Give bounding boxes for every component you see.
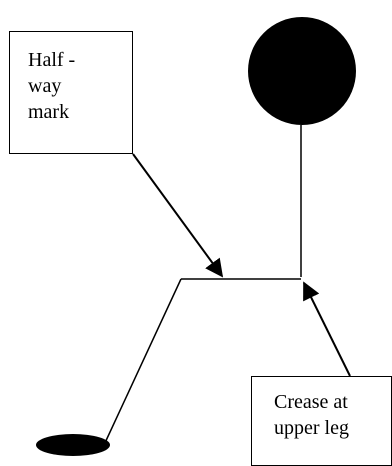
crease-arrow: [303, 281, 351, 377]
crease-label-line-2: upper leg: [274, 417, 349, 439]
foot-ellipse: [36, 434, 110, 456]
head-circle: [248, 17, 356, 125]
halfway-arrow: [132, 153, 224, 278]
crease-label-line-1: Crease at: [274, 391, 348, 413]
halfway-label-line-1: Half -: [28, 49, 76, 71]
halfway-label-line-2: way: [28, 75, 62, 97]
halfway-mark-label-box: Half - way mark: [9, 31, 133, 154]
crease-label-box: Crease at upper leg: [251, 376, 392, 466]
halfway-label-line-3: mark: [28, 101, 70, 123]
lower-leg-line: [103, 278, 182, 446]
